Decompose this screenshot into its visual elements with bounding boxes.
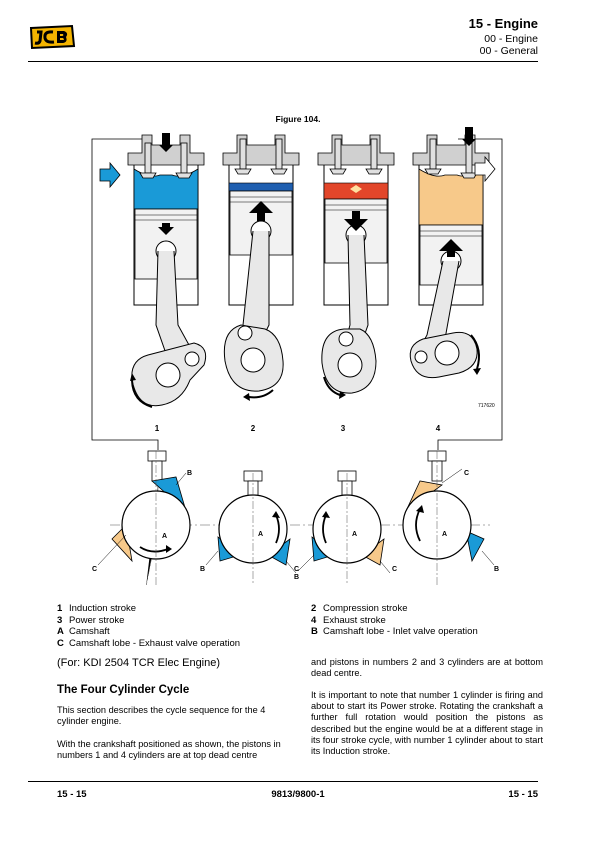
figure-ref-code: 717620: [478, 403, 495, 409]
paragraph-3: and pistons in numbers 2 and 3 cylinders…: [311, 657, 543, 679]
camshaft-2: [205, 470, 297, 585]
cam4-label-a: A: [442, 531, 447, 538]
cam-link-line-1: [91, 138, 159, 450]
jcb-logo: [29, 24, 76, 50]
cylinder-label-2: 2: [251, 424, 256, 433]
applicability-note: (For: KDI 2504 TCR Elec Engine): [57, 657, 221, 669]
cam3-label-a: A: [352, 531, 357, 538]
cam-link-line-4: [437, 138, 503, 450]
intake-arrow-icon: [99, 161, 121, 189]
page-number-left: 15 - 15: [57, 789, 87, 800]
cam4-label-b: B: [494, 566, 499, 573]
subsection-title: 00 - General: [479, 45, 538, 57]
camshaft-3: [297, 470, 391, 585]
cylinder-2-compression: [222, 134, 300, 401]
cam3-label-c: C: [392, 566, 397, 573]
cylinder-1-induction: [127, 133, 207, 408]
cam2-label-b2: B: [294, 574, 299, 581]
page-number-right: 15 - 15: [508, 789, 538, 800]
paragraph-2: With the crankshaft positioned as shown,…: [57, 739, 281, 761]
cylinder-label-3: 3: [341, 424, 346, 433]
paragraph-1: This section describes the cycle sequenc…: [57, 705, 266, 727]
section-heading: The Four Cylinder Cycle: [57, 684, 190, 696]
cylinder-4-exhaust: [409, 127, 490, 379]
paragraph-4: It is important to note that number 1 cy…: [311, 690, 543, 757]
document-number: 9813/9800-1: [271, 789, 325, 800]
cylinder-label-1: 1: [155, 424, 160, 433]
cam1-label-a: A: [162, 533, 167, 540]
cam1-label-c: C: [92, 566, 97, 573]
camshaft-1: [97, 450, 191, 585]
footer-rule: [28, 781, 538, 782]
header-rule: [28, 61, 538, 62]
cam2-label-a: A: [258, 531, 263, 538]
section-title: 00 - Engine: [484, 33, 538, 45]
cam3-label-c-left: C: [294, 566, 299, 573]
cylinder-label-4: 4: [436, 424, 441, 433]
camshaft-4: [402, 450, 495, 585]
figure-title: Figure 104.: [275, 114, 321, 124]
cam4-label-c: C: [464, 470, 469, 477]
cam2-label-b: B: [200, 566, 205, 573]
cam1-label-b: B: [187, 470, 192, 477]
cylinder-3-power: [317, 134, 395, 399]
four-cylinder-cycle-figure: 717620 1 2 3 4: [91, 127, 503, 585]
chapter-title: 15 - Engine: [468, 16, 538, 31]
exhaust-arrow-icon: [474, 155, 496, 183]
